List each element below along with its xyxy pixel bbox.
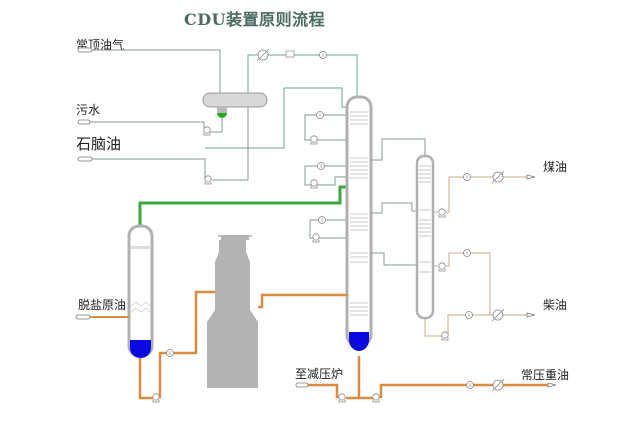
desalted-crude-line bbox=[75, 314, 129, 320]
main-column bbox=[345, 95, 373, 351]
cooler-icon bbox=[491, 170, 505, 184]
flow-meter-icon bbox=[463, 249, 471, 257]
naphtha-line bbox=[77, 87, 350, 185]
reflux-drum bbox=[202, 92, 268, 118]
pump-icon bbox=[438, 208, 446, 218]
outlet-arrow-icon bbox=[77, 47, 93, 53]
flow-meter-icon bbox=[319, 51, 327, 59]
overhead-gas-line bbox=[77, 47, 221, 93]
pump-icon bbox=[203, 126, 211, 136]
flash-bottoms-line bbox=[138, 290, 217, 403]
label-desalted-crude: 脱盐原油 bbox=[78, 298, 127, 312]
pump-icon bbox=[372, 393, 380, 403]
column-bottoms-line bbox=[295, 356, 557, 403]
flash-bottom-liquid bbox=[130, 340, 151, 358]
drum-boot-water bbox=[217, 113, 227, 118]
label-diesel: 柴油 bbox=[543, 298, 568, 312]
pumparound-loops bbox=[304, 111, 351, 243]
label-to-vacuum-furnace: 至减压炉 bbox=[295, 367, 344, 381]
column-bottom-liquid bbox=[349, 332, 369, 351]
valve-icon bbox=[285, 50, 295, 58]
outlet-arrow-icon bbox=[77, 119, 91, 125]
sour-water-line bbox=[77, 118, 223, 136]
condenser-icon bbox=[256, 48, 270, 62]
outlet-arrow-icon bbox=[295, 382, 309, 388]
label-naphtha: 石脑油 bbox=[76, 135, 122, 153]
pump-icon bbox=[204, 175, 212, 185]
pump-icon bbox=[338, 393, 346, 403]
inlet-arrow-icon bbox=[75, 314, 91, 320]
pump-icon bbox=[438, 262, 446, 272]
cooler-icon bbox=[491, 308, 505, 322]
diesel-line bbox=[424, 249, 536, 341]
flow-meter-icon bbox=[463, 173, 471, 181]
pump-icon bbox=[441, 331, 449, 341]
label-atmospheric-residue: 常压重油 bbox=[521, 368, 570, 382]
label-kerosene: 煤油 bbox=[543, 160, 568, 174]
diagram-title: CDU装置原则流程 bbox=[184, 10, 326, 29]
cooler-icon bbox=[491, 378, 505, 392]
flow-meter-icon bbox=[465, 311, 473, 319]
overhead-vapor-line bbox=[247, 48, 358, 100]
furnace bbox=[207, 235, 258, 388]
reflux-line bbox=[205, 87, 350, 149]
side-draw-lines bbox=[371, 138, 426, 266]
kerosene-line bbox=[433, 170, 536, 218]
pump-icon bbox=[152, 393, 160, 403]
flow-meter-icon bbox=[166, 349, 174, 357]
label-sour-water: 污水 bbox=[76, 103, 101, 117]
flow-meter-icon bbox=[466, 381, 474, 389]
side-stripper bbox=[415, 154, 435, 320]
flash-vapor-line bbox=[138, 185, 350, 228]
outlet-arrow-icon bbox=[77, 156, 93, 162]
flash-tower bbox=[127, 224, 154, 358]
furnace-outlet-line bbox=[258, 293, 348, 309]
